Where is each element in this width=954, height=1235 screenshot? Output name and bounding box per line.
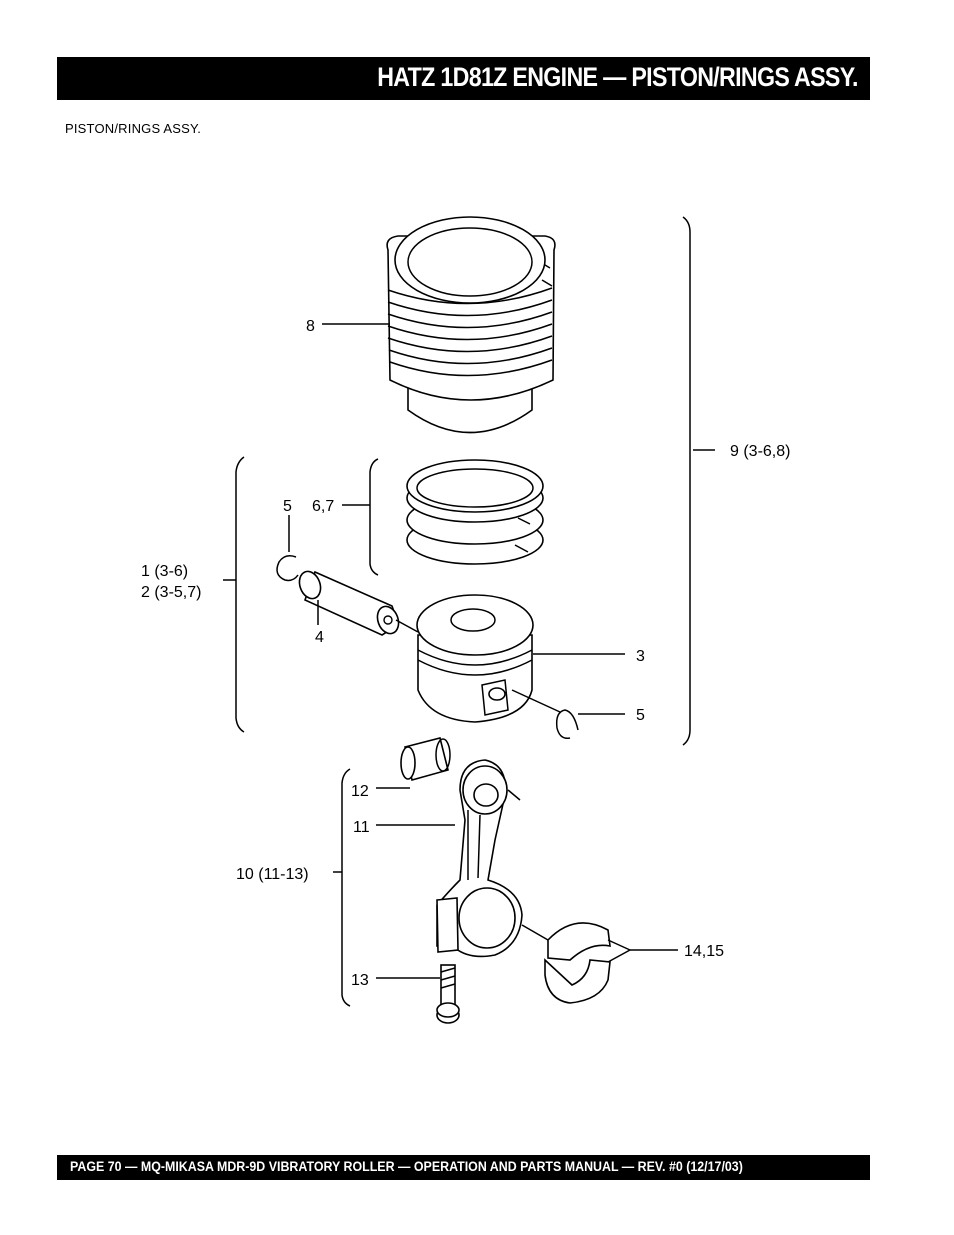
- label-snap-ring-right: 5: [636, 707, 645, 724]
- label-piston-assy-1: 1 (3-6): [141, 563, 188, 580]
- leader-lines: [223, 216, 715, 1007]
- cylinder-drawing: [386, 216, 556, 434]
- label-bushing: 12: [351, 783, 369, 800]
- label-rings: 6,7: [312, 498, 334, 515]
- label-bearings: 14,15: [684, 943, 724, 960]
- piston-drawing: [416, 594, 534, 723]
- label-snap-ring-left: 5: [283, 498, 292, 515]
- section-subtitle: PISTON/RINGS ASSY.: [65, 121, 202, 136]
- piston-rings-drawing: [406, 459, 544, 565]
- label-rod-assy: 10 (11-13): [236, 866, 309, 883]
- label-cylinder-assy: 9 (3-6,8): [730, 443, 790, 460]
- bolt-drawing: [436, 964, 460, 1024]
- label-connecting-rod: 11: [353, 819, 370, 836]
- label-piston-assy-2: 2 (3-5,7): [141, 584, 201, 601]
- connecting-rod-drawing: [436, 759, 523, 958]
- label-cylinder: 8: [306, 318, 315, 335]
- snap-rings-drawing: [276, 555, 579, 740]
- footer-text: PAGE 70 — MQ-MIKASA MDR-9D VIBRATORY ROL…: [70, 1159, 743, 1174]
- piston-pin-drawing: [298, 570, 400, 636]
- page-title: HATZ 1D81Z ENGINE — PISTON/RINGS ASSY.: [377, 62, 859, 92]
- footer-bar: PAGE 70 — MQ-MIKASA MDR-9D VIBRATORY ROL…: [57, 1155, 870, 1180]
- label-bolt: 13: [351, 972, 369, 989]
- title-bar: HATZ 1D81Z ENGINE — PISTON/RINGS ASSY.: [57, 57, 870, 100]
- bushing-drawing: [400, 737, 451, 781]
- label-piston-pin: 4: [315, 629, 324, 646]
- label-piston: 3: [636, 648, 645, 665]
- bearing-shells-drawing: [544, 922, 611, 1004]
